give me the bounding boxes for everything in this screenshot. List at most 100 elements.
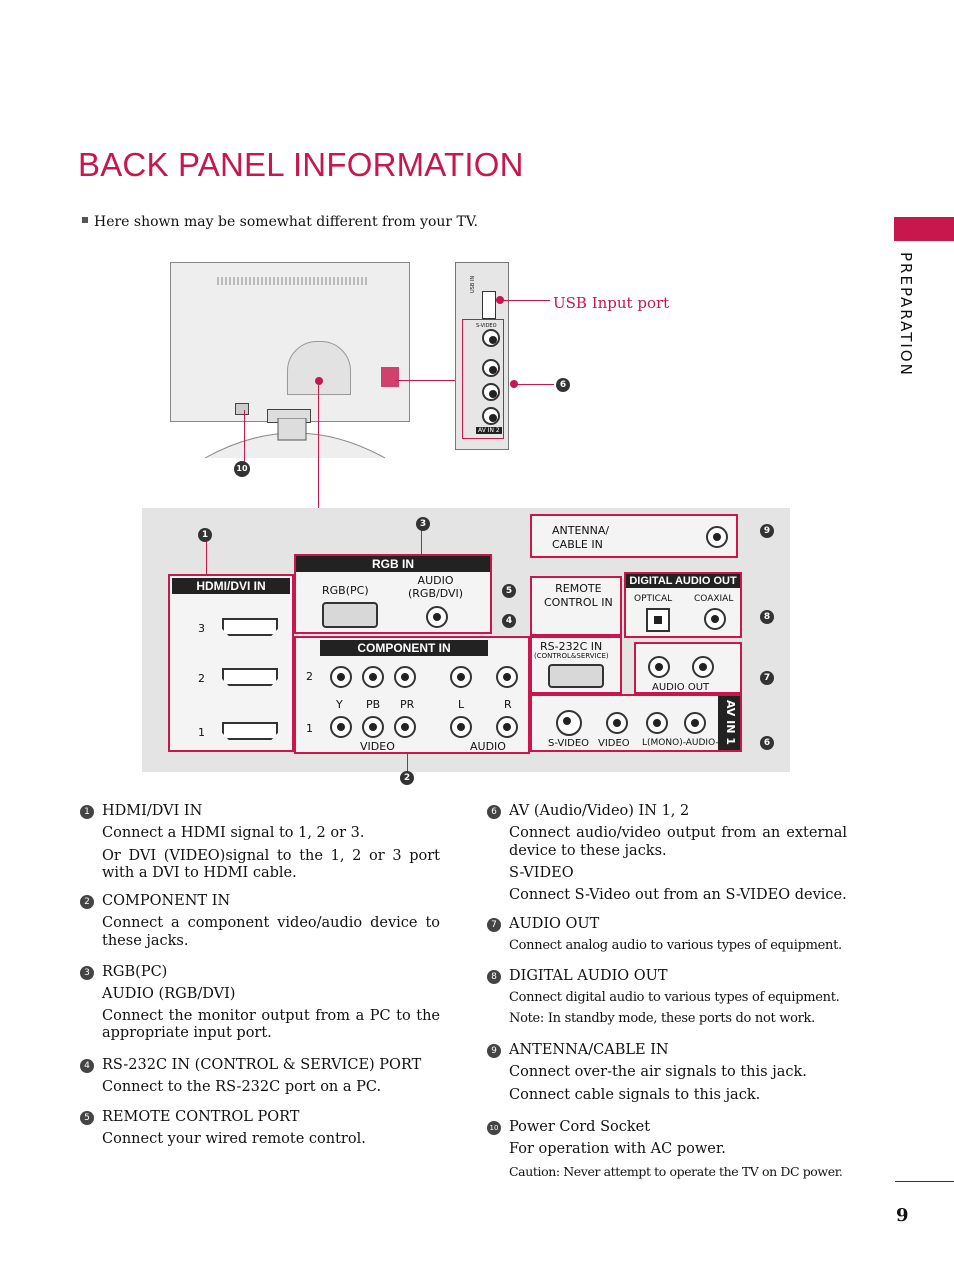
- component-row-1-label: 1: [306, 722, 313, 735]
- antenna-label: ANTENNA/ CABLE IN: [552, 524, 610, 552]
- item-heading: AUDIO OUT: [509, 916, 600, 932]
- rs232-group: RS-232C IN (CONTROL&SERVICE): [530, 636, 622, 694]
- callout-8: 8: [760, 610, 774, 624]
- callout-1-line: [206, 540, 207, 574]
- component-1-pr: [394, 716, 416, 738]
- component-1-pb: [362, 716, 384, 738]
- hdmi-port-1-label: 1: [198, 726, 205, 739]
- item-text: For operation with AC power.: [509, 1141, 726, 1158]
- hdmi-header: HDMI/DVI IN: [172, 578, 290, 594]
- item-text: Connect your wired remote control.: [102, 1131, 366, 1148]
- side-svideo-jack: [482, 329, 500, 347]
- jack-panel-marker: [315, 377, 323, 385]
- side-audio-l-jack: [482, 383, 500, 401]
- hdmi-port-1: [222, 722, 278, 740]
- item-text: Connect audio/video output from an exter…: [509, 825, 847, 859]
- callout-3-line: [421, 530, 422, 554]
- tv-stand-base: [204, 418, 386, 459]
- item-heading: RGB(PC): [102, 964, 168, 980]
- audio-out-label: AUDIO OUT: [652, 682, 710, 693]
- av1-audio-r-jack: [684, 712, 706, 734]
- svideo-label: S-VIDEO: [476, 323, 497, 329]
- component-row-2-label: 2: [306, 670, 313, 683]
- item-heading: Power Cord Socket: [509, 1119, 651, 1135]
- note-text: Here shown may be somewhat different fro…: [94, 214, 478, 230]
- component-audio-label: AUDIO: [470, 740, 506, 753]
- side-panel-marker: [381, 367, 399, 387]
- component-group: COMPONENT IN 2 Y PB PR L R 1 VIDEO AUDIO: [294, 636, 530, 754]
- component-r-label: R: [504, 698, 512, 711]
- component-l-label: L: [458, 698, 465, 711]
- av1-video-label: VIDEO: [598, 738, 630, 749]
- av1-svideo-jack: [556, 710, 582, 736]
- item-heading: RS-232C IN (CONTROL & SERVICE) PORT: [102, 1057, 422, 1073]
- av-in-1-tag: [718, 696, 740, 750]
- rs232-port: [548, 664, 604, 688]
- usb-callout-line: [500, 300, 550, 301]
- item-heading: AV (Audio/Video) IN 1, 2: [509, 803, 690, 819]
- callout-2: 2: [400, 771, 414, 785]
- usb-dot: [496, 296, 504, 304]
- callout-6-bottom: 6: [760, 736, 774, 750]
- callout-7: 7: [760, 671, 774, 685]
- hdmi-port-3-label: 3: [198, 622, 205, 635]
- callout-6-line: [514, 384, 554, 385]
- usb-callout-label: USB Input port: [553, 294, 670, 312]
- item-heading: DIGITAL AUDIO OUT: [509, 968, 668, 984]
- usb-port: [482, 291, 496, 319]
- av1-video-jack: [606, 712, 628, 734]
- usb-label: USB IN: [470, 275, 476, 293]
- av-in-1-group: S-VIDEO VIDEO L(MONO)-AUDIO-R AV IN 1: [530, 694, 742, 752]
- callout-6-dot: [510, 380, 518, 388]
- digital-audio-group: DIGITAL AUDIO OUT OPTICAL COAXIAL: [624, 572, 742, 638]
- audio-rgb-label: AUDIO (RGB/DVI): [408, 574, 464, 600]
- callout-line-panel: [318, 385, 319, 508]
- coaxial-label: COAXIAL: [694, 594, 734, 604]
- rgb-pc-label: RGB(PC): [322, 584, 369, 597]
- item-text: Or DVI (VIDEO)signal to the 1, 2 or 3 po…: [102, 847, 440, 882]
- rgb-pc-port: [322, 602, 378, 628]
- page-number-rule: [895, 1181, 954, 1182]
- item-subheading: S-VIDEO: [509, 865, 574, 882]
- av1-svideo-label: S-VIDEO: [548, 738, 590, 749]
- side-video-jack: [482, 407, 500, 425]
- rgb-group: RGB IN RGB(PC) AUDIO (RGB/DVI): [294, 554, 492, 634]
- antenna-jack: [706, 526, 728, 548]
- hdmi-group: HDMI/DVI IN 3 2 1: [168, 574, 294, 752]
- item-heading: HDMI/DVI IN: [102, 803, 203, 819]
- component-2-pb: [362, 666, 384, 688]
- bullet-icon: [82, 217, 88, 223]
- callout-4: 4: [502, 614, 516, 628]
- component-1-r: [496, 716, 518, 738]
- callout-3: 3: [416, 517, 430, 531]
- item-text: Connect to the RS-232C port on a PC.: [102, 1079, 382, 1096]
- power-socket: [235, 403, 249, 415]
- hdmi-port-2: [222, 668, 278, 686]
- av-in-1-label: AV IN 1: [724, 700, 737, 745]
- callout-line-side: [396, 380, 456, 381]
- component-2-pr: [394, 666, 416, 688]
- av1-audio-label: L(MONO)-AUDIO-R: [642, 738, 725, 748]
- tv-rear-illustration: [170, 262, 410, 423]
- item-text: Connect digital audio to various types o…: [509, 990, 840, 1006]
- audio-rgb-jack: [426, 606, 448, 628]
- component-y-label: Y: [336, 698, 343, 711]
- av-in-2-label: AV IN 2: [476, 427, 502, 434]
- callout-5: 5: [502, 584, 516, 598]
- digital-audio-header: DIGITAL AUDIO OUT: [626, 574, 740, 588]
- item-text: Connect S-Video out from an S-VIDEO devi…: [509, 886, 847, 903]
- audio-out-group: AUDIO OUT: [634, 642, 742, 694]
- optical-label: OPTICAL: [634, 594, 673, 604]
- item-text: Connect a HDMI signal to 1, 2 or 3.: [102, 825, 365, 842]
- item-subheading: AUDIO (RGB/DVI): [102, 986, 236, 1003]
- rgb-header: RGB IN: [296, 556, 490, 572]
- audio-out-l-jack: [648, 656, 670, 678]
- component-2-y: [330, 666, 352, 688]
- component-pr-label: PR: [400, 698, 415, 711]
